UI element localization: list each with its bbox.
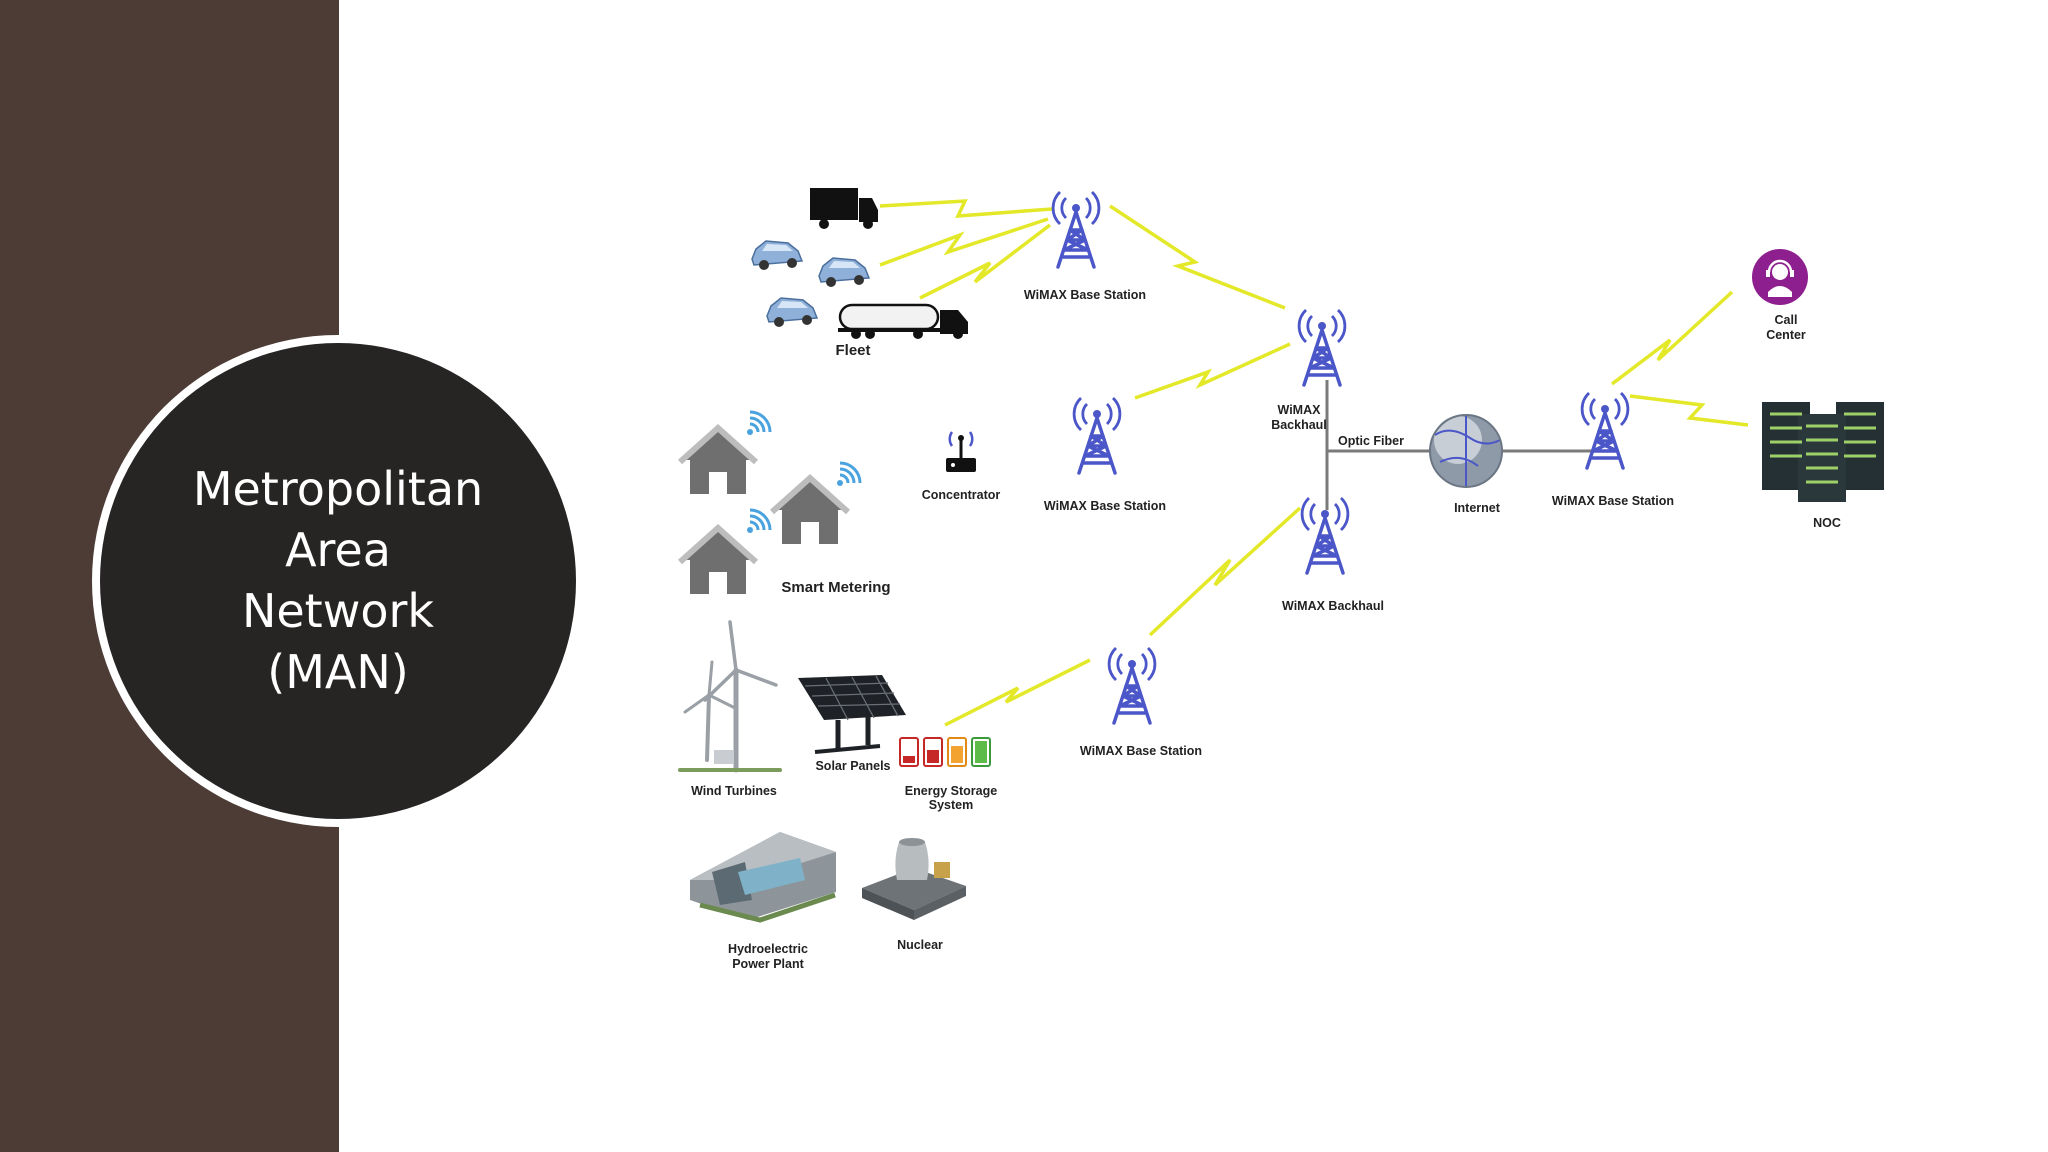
tower-icon <box>1297 308 1347 387</box>
tower-icon <box>1580 391 1630 470</box>
car-icon <box>751 240 803 271</box>
wind-turbine-icon <box>678 620 782 773</box>
backhaul-top-label-line2: Backhaul <box>1271 418 1327 432</box>
base-station-bottom-label: WiMAX Base Station <box>1080 744 1202 758</box>
hydro-label: Hydroelectric <box>728 942 808 956</box>
car-icon <box>766 297 818 328</box>
hydro-label-line2: Power Plant <box>732 957 804 971</box>
lightning-bolt-icon <box>879 199 1749 727</box>
energy-storage-label: Energy Storage <box>905 784 997 798</box>
base-station-right-label: WiMAX Base Station <box>1552 494 1674 508</box>
title-circle <box>102 345 574 817</box>
tanker-truck-icon <box>838 303 968 339</box>
energy-storage-label-line2: System <box>929 798 973 812</box>
wifi-icon <box>745 508 772 535</box>
slide-title: Metropolitan Area Network (MAN) <box>192 462 484 699</box>
truck-icon <box>810 188 878 229</box>
tower-icon <box>1072 396 1122 475</box>
optic-fiber-label: Optic Fiber <box>1338 434 1404 448</box>
call-center-label-line2: Center <box>1766 328 1806 342</box>
nuclear-plant-icon <box>862 838 966 920</box>
smart-metering-label: Smart Metering <box>781 579 890 596</box>
server-rack-icon <box>1762 402 1884 502</box>
router-icon <box>946 431 976 472</box>
noc-label: NOC <box>1813 516 1841 530</box>
backhaul-top-label: WiMAX <box>1278 403 1322 417</box>
base-station-top-label: WiMAX Base Station <box>1024 288 1146 302</box>
wind-turbines-label: Wind Turbines <box>691 784 777 798</box>
fleet-label: Fleet <box>835 342 870 359</box>
solar-panels-label: Solar Panels <box>815 759 890 773</box>
wifi-icon <box>745 410 772 437</box>
hydro-plant-icon <box>690 832 836 923</box>
solar-panel-icon <box>798 675 906 754</box>
house-icon <box>680 428 756 494</box>
headset-icon <box>1752 249 1808 305</box>
battery-icon <box>899 737 991 767</box>
call-center-label: Call <box>1775 313 1798 327</box>
backhaul-bottom-label: WiMAX Backhaul <box>1282 599 1384 613</box>
globe-icon <box>1429 414 1503 488</box>
tower-icon <box>1051 190 1101 269</box>
wifi-icon <box>835 461 862 488</box>
house-icon <box>680 528 756 594</box>
car-icon <box>818 257 870 288</box>
internet-label: Internet <box>1454 501 1501 515</box>
concentrator-label: Concentrator <box>922 488 1001 502</box>
fiber-links <box>1325 380 1600 510</box>
nuclear-label: Nuclear <box>897 938 943 952</box>
house-icon <box>772 478 848 544</box>
tower-icon <box>1107 646 1157 725</box>
base-station-mid-label: WiMAX Base Station <box>1044 499 1166 513</box>
tower-icon <box>1300 496 1350 575</box>
